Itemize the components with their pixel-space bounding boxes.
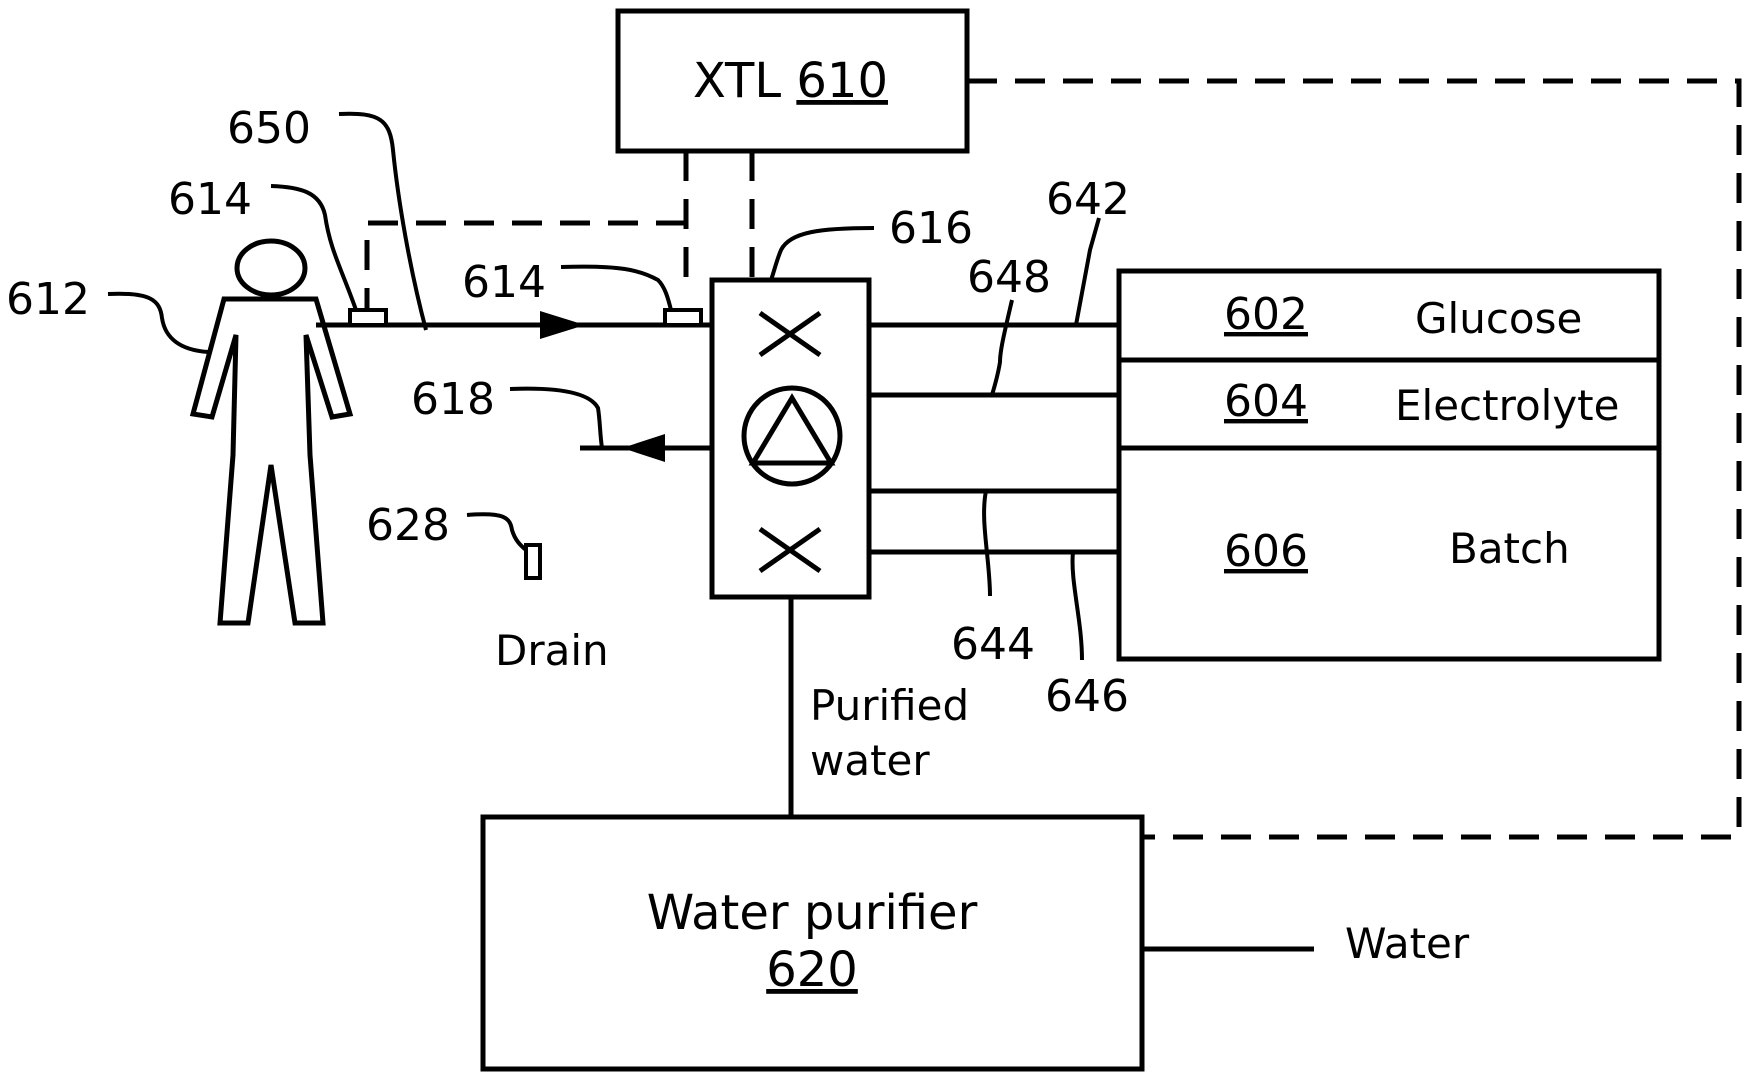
svg-text:XTL 610: XTL 610 <box>693 53 888 109</box>
containers-block: 602 Glucose 604 Electrolyte 606 Batch <box>1119 271 1659 659</box>
electrolyte-label: Electrolyte <box>1395 381 1619 430</box>
batch-number: 606 <box>1224 526 1308 577</box>
ref-614-left: 614 <box>168 174 252 225</box>
manifold <box>712 280 869 597</box>
drain-port <box>526 545 540 578</box>
ref-644: 644 <box>951 619 1035 670</box>
controller-number: 610 <box>796 53 888 109</box>
drain-label: Drain <box>495 626 609 675</box>
controller-box: XTL 610 <box>618 11 967 151</box>
purified-water-label-line2: water <box>810 736 930 785</box>
patient-line <box>316 310 712 339</box>
water-label: Water <box>1345 919 1470 968</box>
glucose-label: Glucose <box>1415 294 1582 343</box>
purified-water-label-line1: Purified <box>810 681 969 730</box>
ref-612: 612 <box>6 274 90 325</box>
controller-label: XTL <box>693 53 796 109</box>
sensor-left <box>350 310 386 325</box>
drain-line <box>526 434 712 578</box>
ref-646: 646 <box>1045 671 1129 722</box>
electrolyte-number: 604 <box>1224 376 1308 427</box>
ref-642: 642 <box>1046 174 1130 225</box>
ref-614-right: 614 <box>462 257 546 308</box>
glucose-number: 602 <box>1224 289 1308 340</box>
ref-650: 650 <box>227 103 311 154</box>
purifier-number: 620 <box>766 942 858 998</box>
ref-628: 628 <box>366 500 450 551</box>
sensor-right <box>665 310 701 325</box>
patient-figure <box>193 241 350 623</box>
ref-648: 648 <box>967 252 1051 303</box>
batch-label: Batch <box>1449 524 1570 573</box>
purifier-title: Water purifier <box>647 885 978 941</box>
ref-618: 618 <box>411 374 495 425</box>
ref-616: 616 <box>889 203 973 254</box>
container-lines <box>869 325 1119 552</box>
